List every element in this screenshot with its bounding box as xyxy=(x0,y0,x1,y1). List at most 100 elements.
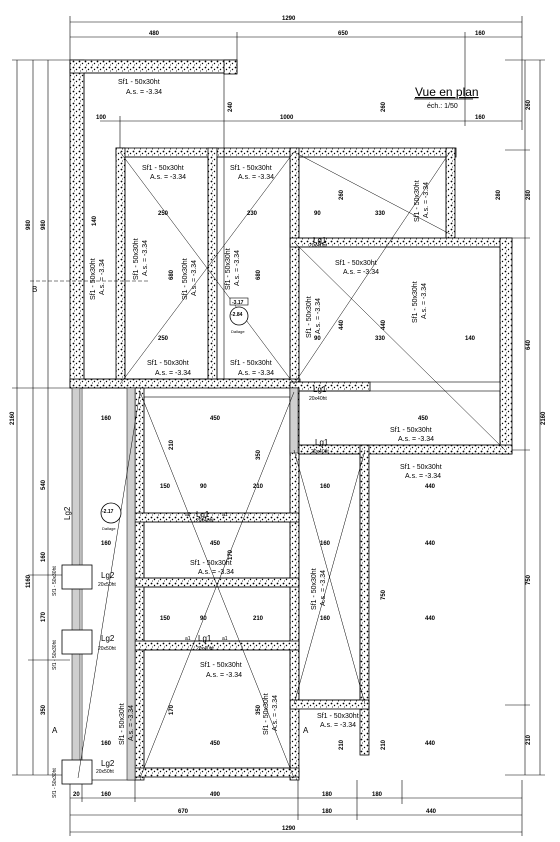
beam-labels: Lg1 20x40ht Lg1 20x40ht Lg1 20x40ht Lg1 … xyxy=(63,236,329,775)
dim-left-980b: 980 xyxy=(41,219,47,230)
footing-label-v11: Sf1 - 50x30ht xyxy=(52,566,58,596)
section-mark-a-left: A xyxy=(52,726,58,735)
column-pads xyxy=(61,564,93,785)
dim-top-160: 160 xyxy=(475,31,486,37)
footing-label-v1: Sf1 - 50x30ht xyxy=(90,258,97,300)
footing-label-5: Sf1 - 50x30ht xyxy=(230,360,272,367)
level-mark-1: -3.17 -2.84 Dallage xyxy=(229,297,249,334)
beam-lg1-4: Lg1 xyxy=(196,510,210,519)
footing-as-6: A.s. = -3.34 xyxy=(398,436,434,443)
footing-label-v5: Sf1 - 50x30ht xyxy=(306,296,313,338)
dim-inner-150a: 150 xyxy=(160,484,171,490)
footing-as-1: A.s. = -3.34 xyxy=(150,174,186,181)
dim-left-540: 540 xyxy=(41,479,47,490)
footing-label-v3: Sf1 - 50x30ht xyxy=(182,258,189,300)
footing-label-8: Sf1 - 50x30ht xyxy=(190,560,232,567)
beam-lg1-3-sec: 20x40ht xyxy=(311,449,329,455)
beam-lg1-1: Lg1 xyxy=(313,236,327,245)
footing-label-v8: Sf1 - 50x30ht xyxy=(311,568,318,610)
beam-lg2-4-sec: 20x50ht xyxy=(96,769,114,775)
dim-bot-180b: 180 xyxy=(372,792,383,798)
dim-top-480: 480 xyxy=(149,31,160,37)
footing-as-v10: A.s. = -3.34 xyxy=(272,695,279,731)
footing-labels: Sf1 - 50x30ht A.s. = -3.34 Sf1 - 50x30ht… xyxy=(52,79,442,798)
dim-inner-90b: 90 xyxy=(314,336,321,342)
dim-inner-160d: 160 xyxy=(320,541,331,547)
footing-as-5: A.s. = -3.34 xyxy=(238,370,274,377)
footing-label-2: Sf1 - 50x30ht xyxy=(230,165,272,172)
dim-left-170: 170 xyxy=(41,611,47,622)
footing-label-top: Sf1 - 50x30ht xyxy=(118,79,160,86)
footing-label-v6: Sf1 - 50x30ht xyxy=(412,281,419,323)
dim-inner-450d: 450 xyxy=(210,741,221,747)
right-dimensions: 2160 260 280 640 750 210 xyxy=(505,59,547,776)
plan-scale: éch.: 1/50 xyxy=(427,103,458,110)
footing-label-v12: Sf1 - 50x30ht xyxy=(52,640,58,670)
beam-lg1-5: Lg1 xyxy=(198,634,212,643)
footing-as-4: A.s. = -3.34 xyxy=(155,370,191,377)
dim-inner-160a: 160 xyxy=(101,416,112,422)
dim-inner-170b: 170 xyxy=(169,704,175,715)
axis-mark-2: a1 xyxy=(222,512,228,518)
dim-inner-240: 240 xyxy=(228,101,234,112)
dim-left-350: 350 xyxy=(41,704,47,715)
dim-inner-440a: 440 xyxy=(425,484,436,490)
footing-as-v9: A.s. = -3.34 xyxy=(128,705,135,741)
footing-as-7: A.s. = -3.34 xyxy=(405,473,441,480)
dim-inner-160c: 160 xyxy=(101,541,112,547)
dim-bot-20: 20 xyxy=(73,792,80,798)
dim-bot-total: 1290 xyxy=(282,826,296,832)
dim-inner-350b: 350 xyxy=(256,704,262,715)
footing-as-v5: A.s. = -3.34 xyxy=(315,298,322,334)
dim-inner-750: 750 xyxy=(381,589,387,600)
dim-inner-170a: 170 xyxy=(228,549,234,560)
footing-as-v8: A.s. = -3.34 xyxy=(320,570,327,606)
dim-bot-180c: 180 xyxy=(322,809,333,815)
footing-as-v6: A.s. = -3.34 xyxy=(421,283,428,319)
top-dimensions: 1290 480 650 160 1000 160 100 xyxy=(69,16,523,150)
dim-right-280: 280 xyxy=(526,189,532,200)
dim-inner-150b: 150 xyxy=(160,616,171,622)
dim-right-750: 750 xyxy=(526,574,532,585)
dim-inner-210c: 210 xyxy=(339,739,345,750)
beam-lg1-1-sec: 20x40ht xyxy=(309,243,327,249)
beam-lg2-3: Lg2 xyxy=(101,634,115,643)
footing-label-v9: Sf1 - 50x30ht xyxy=(119,703,126,745)
dim-inner-210b: 210 xyxy=(253,616,264,622)
dim-bot-180a: 180 xyxy=(322,792,333,798)
footing-label-v4: Sf1 - 50x30ht xyxy=(225,248,232,290)
footing-as-v3: A.s. = -3.34 xyxy=(191,260,198,296)
dim-right-640: 640 xyxy=(526,339,532,350)
dim-inner-250a: 250 xyxy=(158,211,169,217)
footing-as-v1: A.s. = -3.34 xyxy=(99,259,106,295)
footing-label-3: Sf1 - 50x30ht xyxy=(335,260,377,267)
level-mark-2-name: Dallage xyxy=(102,526,116,531)
section-marks: B A A xyxy=(30,280,309,735)
dim-bot-440: 440 xyxy=(426,809,437,815)
beam-lg2-2-sec: 20x50ht xyxy=(98,582,116,588)
level-mark-1-name: Dallage xyxy=(231,329,245,334)
footing-label-1: Sf1 - 50x30ht xyxy=(142,165,184,172)
dim-inner-680: 680 xyxy=(169,269,175,280)
dim-inner-210d: 210 xyxy=(381,739,387,750)
dim-inner-440d: 440 xyxy=(425,741,436,747)
axis-mark-1: a1 xyxy=(185,512,191,518)
dim-left-140: 140 xyxy=(92,215,98,226)
diagonal-lines xyxy=(77,151,506,779)
dim-inner-260: 260 xyxy=(381,101,387,112)
footing-as-top: A.s. = -3.34 xyxy=(126,89,162,96)
level-mark-2-value: -2.17 xyxy=(102,509,114,515)
dim-right-210: 210 xyxy=(526,734,532,745)
dim-inner-450c: 450 xyxy=(210,541,221,547)
axis-mark-4: a1 xyxy=(222,636,228,642)
dim-bot-670: 670 xyxy=(178,809,189,815)
dim-inner-250b: 250 xyxy=(158,336,169,342)
dim-inner-280: 280 xyxy=(496,189,502,200)
beam-lg2-1: Lg2 xyxy=(63,506,72,520)
dim-bot-490: 490 xyxy=(210,792,221,798)
footing-label-v13: Sf1 - 50x30ht xyxy=(52,768,58,798)
dim-inner-450a: 450 xyxy=(418,416,429,422)
level-mark-2: -2.17 Dallage xyxy=(100,502,122,531)
dim-inner-330b: 330 xyxy=(375,336,386,342)
plan-title: Vue en plan xyxy=(415,85,479,99)
